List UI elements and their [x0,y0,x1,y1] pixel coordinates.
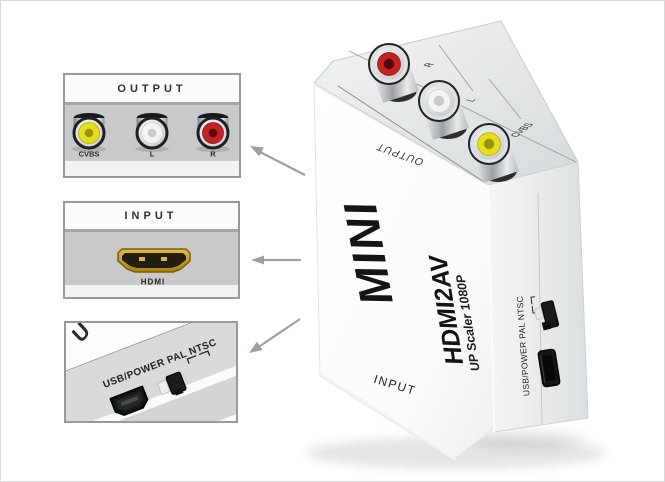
callout-output-body [65,105,239,161]
callout-arrows [249,146,306,353]
arrow-to-input-callout [251,255,301,265]
callout-input-box [63,201,240,299]
callout-output-header-band [65,75,239,102]
device-mini-usb-port [537,348,561,388]
device-rca-jack-white [418,80,469,140]
device-subtitle-upscaler: UP Scaler 1080P [453,273,483,373]
device-top-face [313,20,579,186]
device-side-face [487,161,589,433]
device-top-jack-label-l: L [463,97,479,103]
device-side-seam [537,192,543,425]
callout-output-divider [65,102,239,105]
callout-input-body [65,232,238,285]
arrow-to-output-callout [250,146,306,176]
callout-output-bottom-band [65,161,239,176]
callout-input-divider [65,229,238,232]
device-body [313,20,589,462]
device-model-hdmi2av: HDMI2AV [424,253,469,367]
arrow-to-usb-callout [249,318,301,353]
device-rca-jack-red [368,43,419,103]
device-switch-bracket [530,296,538,314]
device-brand-mini: MINI [333,196,403,310]
callout-output-box [63,73,241,178]
device-pal-ntsc-switch [533,300,560,331]
device-top-output-label: OUTPUT [373,140,427,168]
device-front-face [313,84,494,461]
device-front-input-label: INPUT [372,371,418,399]
device-top-jack-label-cvbs: CVBS [507,121,537,139]
device-top-jack-label-r: R [421,61,437,69]
device-shadow [306,429,606,469]
callout-usb-box: U USB/POWER PAL NTSC [64,321,238,423]
callout-input-bottom-band [65,285,238,297]
device-side-usb-power-label: USB/POWER PAL NTSC [514,295,532,397]
device-rca-jack-yellow [468,123,519,183]
callout-input-header-band [65,203,238,229]
